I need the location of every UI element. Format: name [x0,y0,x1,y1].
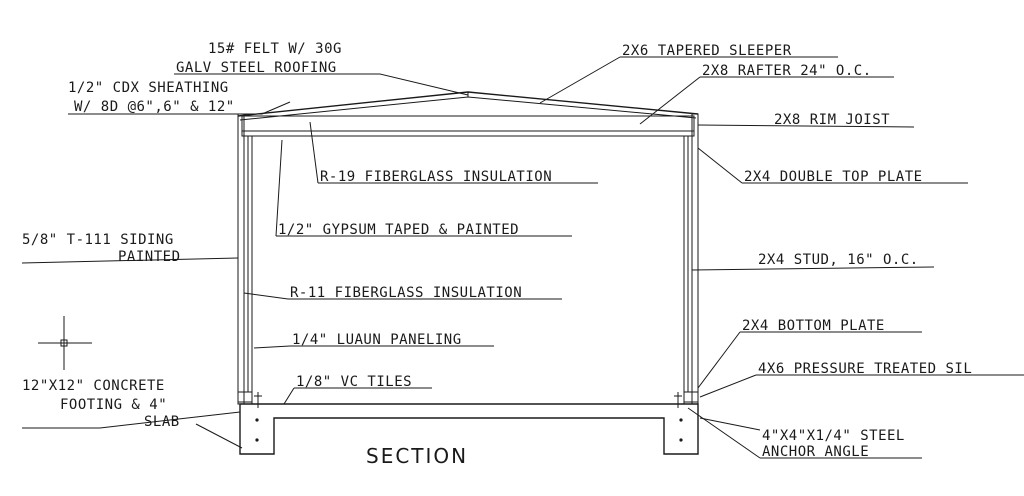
label-bottom-plate: 2X4 BOTTOM PLATE [742,318,885,334]
leader-lines [21,56,1024,459]
label-footing-line1: 12"X12" CONCRETE [22,378,165,394]
drawing-title: SECTION [366,444,468,468]
label-angle-line2: ANCHOR ANGLE [762,444,869,460]
left-wall-siding [237,113,245,405]
label-footing-line2: FOOTING & 4" [60,397,167,413]
label-felt-line2: GALV STEEL ROOFING [176,60,337,76]
callout-labels: 15# FELT W/ 30G GALV STEEL ROOFING 1/2" … [22,41,972,468]
rafter [241,115,695,137]
label-rafter: 2X8 RAFTER 24" O.C. [702,63,872,79]
concrete-slab-and-footing [239,403,699,455]
label-sill: 4X6 PRESSURE TREATED SIL [758,361,972,377]
label-felt-line1: 15# FELT W/ 30G [208,41,342,57]
label-footing-line3: SLAB [144,414,180,430]
label-top-plate: 2X4 DOUBLE TOP PLATE [744,169,923,185]
label-sleeper: 2X6 TAPERED SLEEPER [622,43,792,59]
label-rim-joist: 2X8 RIM JOIST [774,112,890,128]
right-wall-siding [691,113,699,405]
label-stud: 2X4 STUD, 16" O.C. [758,252,919,268]
label-angle-line1: 4"X4"X1/4" STEEL [762,428,905,444]
building-structure [237,91,699,455]
label-r19-insulation: R-19 FIBERGLASS INSULATION [320,169,552,185]
label-vc-tiles: 1/8" VC TILES [296,374,412,390]
label-r11-insulation: R-11 FIBERGLASS INSULATION [290,285,522,301]
label-sheathing-line1: 1/2" CDX SHEATHING [68,80,229,96]
crosshair-icon [38,316,92,370]
label-siding-line1: 5/8" T-111 SIDING [22,232,174,248]
label-luaun-paneling: 1/4" LUAUN PANELING [292,332,462,348]
left-sill [237,391,253,403]
label-siding-line2: PAINTED [118,249,181,265]
right-sill [683,391,699,403]
label-gypsum: 1/2" GYPSUM TAPED & PAINTED [278,222,519,238]
label-sheathing-line2: W/ 8D @6",6" & 12" [74,99,235,115]
